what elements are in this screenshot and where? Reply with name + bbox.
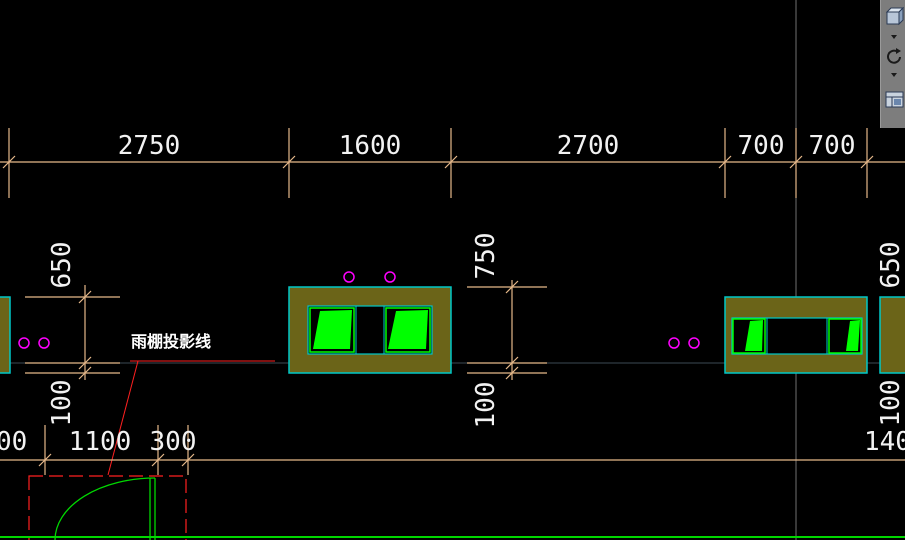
- column-middle: [288, 286, 452, 374]
- dim-top-4: 700: [738, 131, 785, 161]
- dim-right-upper: 650: [876, 242, 905, 289]
- door-swing: [54, 477, 156, 540]
- dim-right-lower: 100: [876, 380, 905, 427]
- dim-top-5: 700: [809, 131, 856, 161]
- left-vertical-dimension: [25, 285, 120, 380]
- dropdown-arrow-icon[interactable]: [884, 32, 904, 54]
- top-dimension-chain: [0, 128, 905, 198]
- column-far-right: [879, 296, 905, 374]
- bottom-dimension-chain: [0, 425, 905, 475]
- dim-top-3: 2700: [557, 131, 620, 161]
- dim-bottom-2: 1100: [69, 427, 132, 457]
- view-toolbar: [880, 0, 905, 128]
- dim-left-upper: 650: [47, 242, 77, 289]
- column-right: [724, 296, 868, 374]
- dim-bottom-1: 00: [0, 427, 27, 457]
- annotation-leader: [107, 360, 275, 476]
- dropdown-arrow-icon[interactable]: [884, 70, 904, 92]
- dim-middle-upper: 750: [471, 233, 501, 280]
- dim-bottom-3: 300: [150, 427, 197, 457]
- orbit-icon[interactable]: [884, 46, 904, 68]
- viewport-icon[interactable]: [884, 88, 904, 110]
- column-left: [0, 296, 11, 374]
- canopy-outline: [28, 475, 187, 540]
- middle-vertical-dimension: [467, 280, 547, 380]
- dim-left-lower: 100: [47, 380, 77, 427]
- dim-middle-lower: 100: [471, 382, 501, 429]
- dim-top-1: 2750: [118, 131, 181, 161]
- dim-bottom-4: 140: [864, 427, 905, 457]
- canopy-projection-label: 雨棚投影线: [131, 332, 211, 351]
- view-cube-icon[interactable]: [884, 6, 904, 28]
- dim-top-2: 1600: [339, 131, 402, 161]
